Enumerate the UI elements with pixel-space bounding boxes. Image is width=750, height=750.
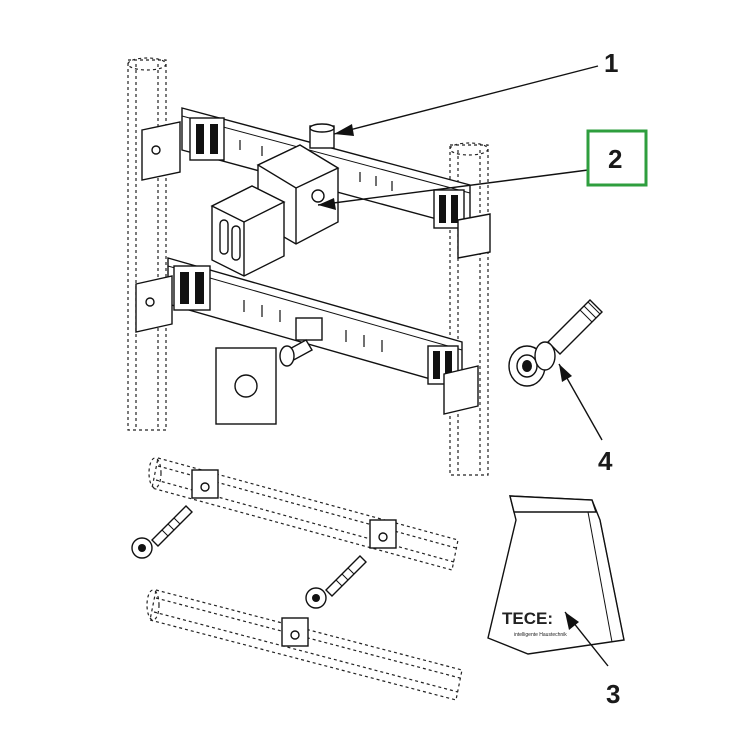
leader-line-1 bbox=[333, 65, 599, 136]
accessory-bag: TECE: intelligente Haustechnik bbox=[487, 495, 625, 655]
leader-line-2 bbox=[317, 169, 589, 210]
right-post bbox=[449, 142, 489, 476]
callout-1-label: 1 bbox=[604, 48, 618, 78]
bag-tagline-text: intelligente Haustechnik bbox=[514, 632, 567, 638]
elbow-fitting bbox=[279, 317, 323, 367]
callout-3-label: 3 bbox=[606, 679, 620, 709]
bag-brand-text: TECE: bbox=[502, 609, 553, 628]
callout-2-highlight-box bbox=[586, 129, 648, 187]
top-fitting bbox=[309, 123, 335, 149]
callout-4-label: 4 bbox=[598, 446, 613, 476]
anchor-bolt-left bbox=[131, 505, 193, 559]
leader-line-4 bbox=[558, 363, 603, 441]
callout-2-label: 2 bbox=[608, 144, 622, 174]
anchor-bolt-right bbox=[305, 555, 367, 609]
leader-line-3 bbox=[564, 611, 609, 667]
slot-block bbox=[210, 185, 286, 277]
bottom-rail-upper bbox=[148, 457, 459, 571]
left-post bbox=[127, 57, 167, 431]
threaded-connector bbox=[508, 299, 603, 387]
square-sealing-plate bbox=[215, 347, 277, 425]
bottom-rail-lower bbox=[146, 589, 463, 701]
